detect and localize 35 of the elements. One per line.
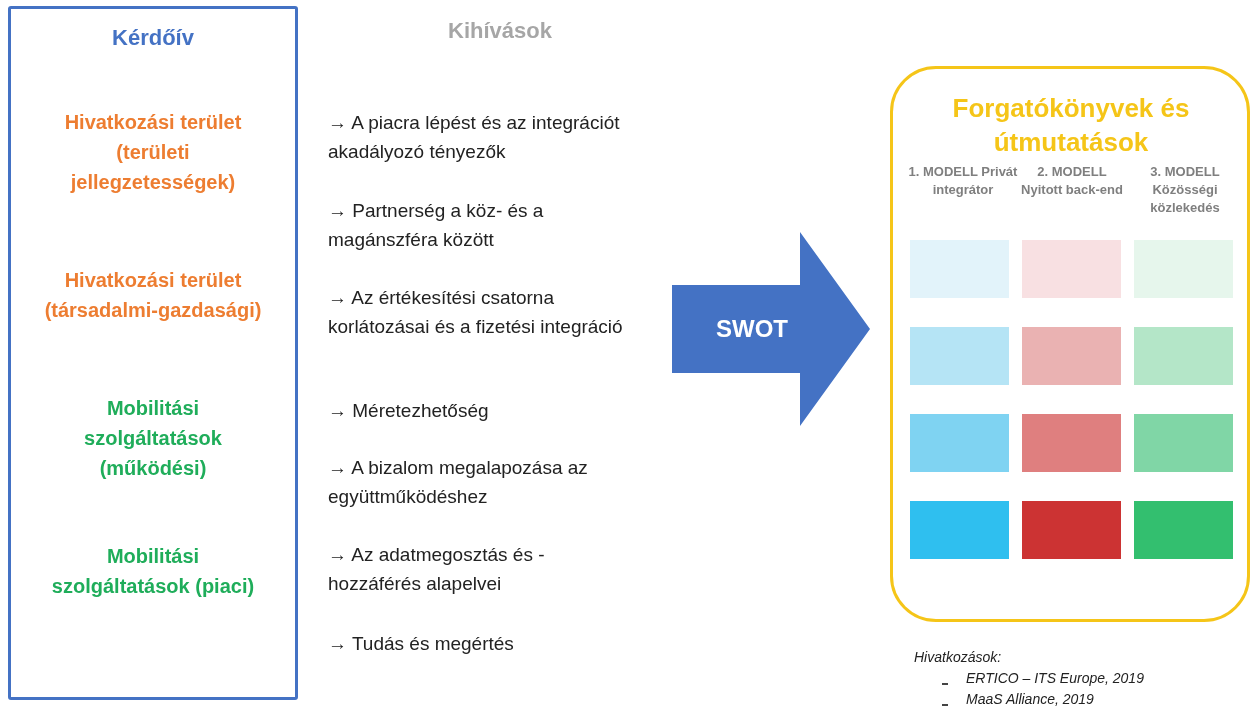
color-swatch [910, 414, 1009, 472]
category-label: Mobilitási szolgáltatások (működési) [83, 396, 223, 481]
color-swatch [1134, 327, 1233, 385]
color-swatch [1022, 501, 1121, 559]
color-swatch [1022, 240, 1121, 298]
color-swatch [1134, 240, 1233, 298]
model-heading: 2. MODELL Nyitott back-end [1020, 163, 1124, 199]
color-swatch [1022, 327, 1121, 385]
category-label: Hivatkozási terület (területi jellegzetességek) [63, 110, 243, 195]
challenge-item: → Az értékesítési csatorna korlátozásai és a fizetési integráció [328, 286, 624, 339]
questionnaire-panel [8, 6, 298, 700]
column-heading: Kihívások [447, 17, 553, 45]
reference-item: MaaS Alliance, 2019 [966, 690, 1095, 709]
challenge-item: → Méretezhetőség [328, 399, 490, 423]
color-swatch [1134, 414, 1233, 472]
model-heading: 1. MODELL Privát integrátor [907, 163, 1019, 199]
challenge-item: → A piacra lépést és az integrációt akadályozó tényezők [328, 111, 621, 164]
color-swatch [910, 240, 1009, 298]
panel-title: Kérdőív [111, 24, 195, 52]
arrow-label: SWOT [715, 314, 789, 344]
color-swatch [910, 501, 1009, 559]
category-label: Hivatkozási terület (társadalmi-gazdasági) [43, 268, 263, 323]
color-swatch [1022, 414, 1121, 472]
color-swatch [910, 327, 1009, 385]
challenge-item: → A bizalom megalapozása az együttműködéshez [328, 456, 589, 509]
challenge-item: → Partnerség a köz- és a magánszféra között [328, 199, 545, 252]
category-label: Mobilitási szolgáltatások (piaci) [50, 544, 256, 599]
references-heading: Hivatkozások: [914, 648, 1003, 667]
challenge-item: → Tudás és megértés [328, 632, 515, 656]
reference-item: ERTICO – ITS Europe, 2019 [966, 669, 1145, 688]
color-swatch [1134, 501, 1233, 559]
panel-title: Forgatókönyvek és útmutatások [951, 92, 1191, 159]
scenario-panel [890, 66, 1250, 622]
model-heading: 3. MODELL Közösségi közlekedés [1149, 163, 1221, 217]
challenge-item: → Az adatmegosztás és -hozzáférés alapelvei [328, 543, 546, 596]
